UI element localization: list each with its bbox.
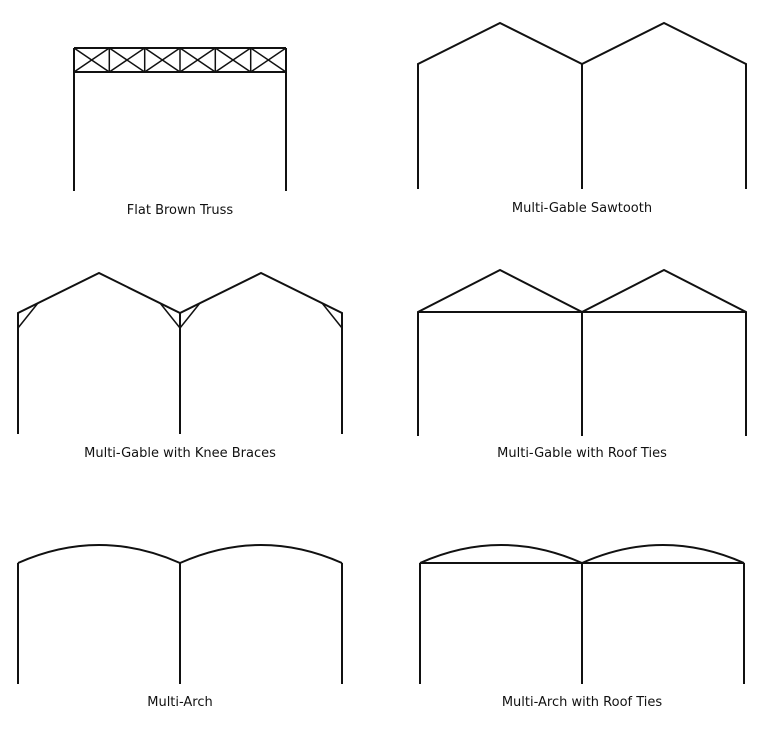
multi-gable-sawtooth-diagram [417, 21, 747, 189]
multi-gable-roof-ties-diagram [417, 268, 747, 436]
multi-arch-label: Multi-Arch [147, 695, 213, 710]
multi-arch-roof-ties-diagram [419, 544, 745, 684]
flat-brown-truss-label: Flat Brown Truss [127, 203, 234, 218]
multi-gable-knee-braces-diagram [17, 271, 343, 434]
flat-brown-truss-diagram [73, 47, 287, 191]
multi-gable-roof-ties-label: Multi-Gable with Roof Ties [497, 446, 667, 461]
multi-arch-roof-ties-label: Multi-Arch with Roof Ties [502, 695, 663, 710]
multi-gable-sawtooth-label: Multi-Gable Sawtooth [512, 201, 652, 216]
multi-gable-knee-braces-label: Multi-Gable with Knee Braces [84, 446, 276, 461]
multi-arch-diagram [17, 544, 343, 684]
